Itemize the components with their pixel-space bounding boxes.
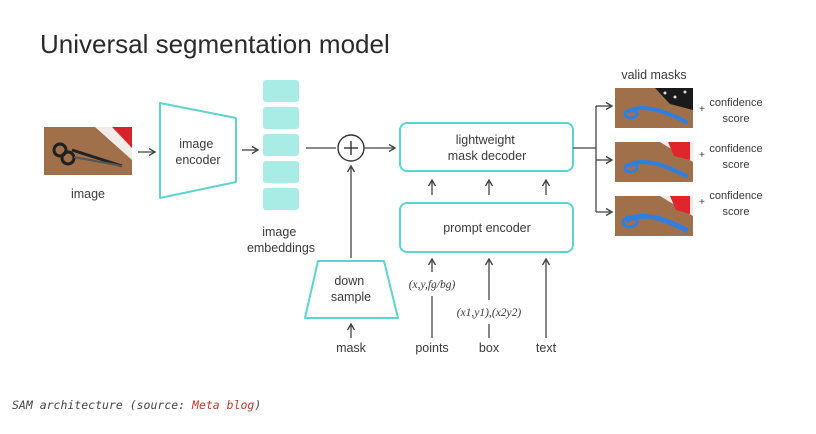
image-embeddings-label: image embeddings [247,225,315,255]
valid-mask-thumbnail [615,88,693,128]
caption-prefix: SAM architecture (source: [12,398,193,412]
box-coords-label: (x1,y1),(x2y2) [457,307,522,319]
image-encoder-label: image encoder [175,137,220,167]
embedding-cell [263,107,299,129]
input-image-thumbnail [44,127,132,175]
mask-decoder-label: lightweight mask decoder [448,133,527,163]
figure-caption: SAM architecture (source: Meta blog) [12,398,261,412]
down-sample-label: down sample [331,274,371,304]
embedding-cell [263,80,299,102]
embedding-cell [263,134,299,156]
valid-mask-thumbnail [615,142,693,182]
image-encoder-block [159,102,237,199]
embedding-cell [263,161,299,183]
diagram-title: Universal segmentation model [40,29,390,59]
valid-mask-thumbnail [615,196,693,236]
image-embeddings-stack [263,80,299,210]
valid-masks-label: valid masks [621,68,686,82]
prompt-encoder-block [399,202,574,253]
point-coords-label: (x,y,fg/bg) [409,279,456,291]
prompt-text-label: text [536,341,557,355]
embedding-cell [263,188,299,210]
input-image-label: image [71,187,105,201]
prompt-encoder-label: prompt encoder [443,221,531,235]
mask-input-label: mask [336,341,367,355]
prompt-points-label: points [415,341,448,355]
down-sample-block [304,260,399,319]
svg-text:+: + [699,197,705,208]
add-operator-icon [337,134,365,162]
meta-blog-link[interactable]: Meta blog [192,398,255,412]
caption-suffix: ) [254,398,262,412]
mask-decoder-block [399,122,574,172]
svg-text:+: + [699,104,705,115]
prompt-box-label: box [479,341,500,355]
svg-text:+: + [699,150,705,161]
